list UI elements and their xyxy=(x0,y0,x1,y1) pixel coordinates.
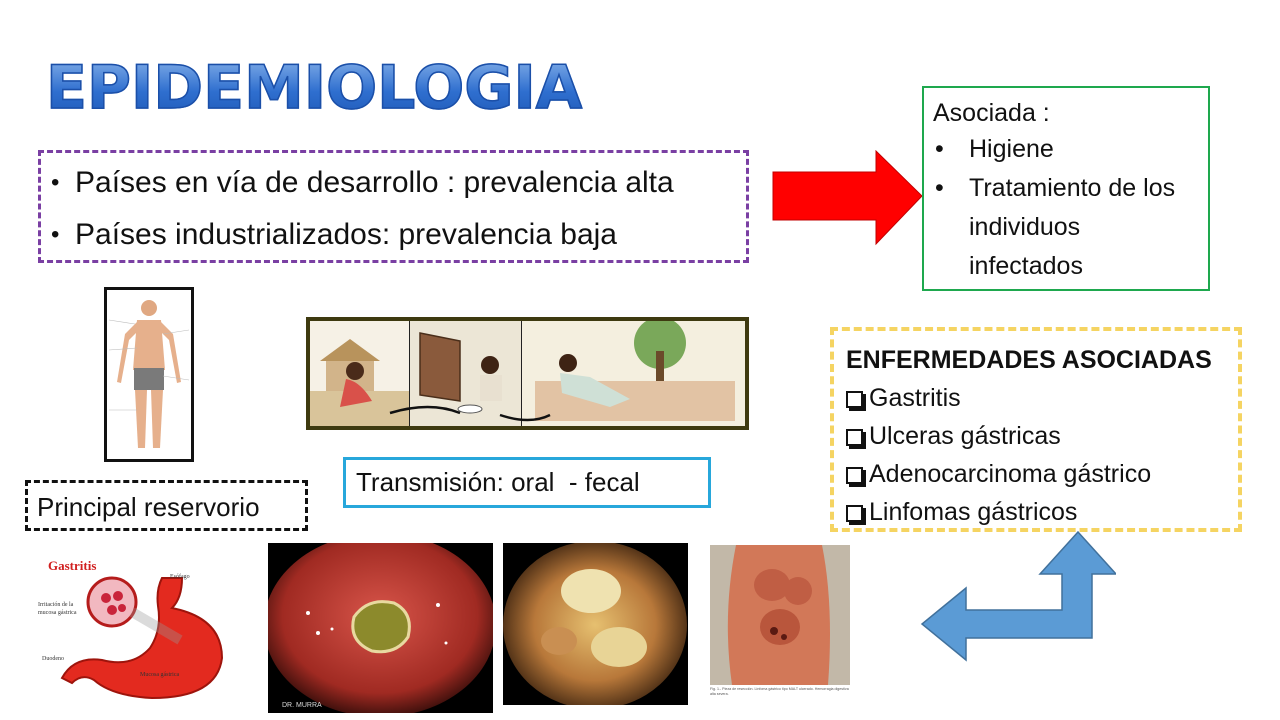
associated-heading: Asociada : xyxy=(933,99,1050,127)
prevalence-list: Países en vía de desarrollo : prevalenci… xyxy=(51,157,746,261)
label-irritation-2: mucosa gástrica xyxy=(38,610,77,616)
disease-item-lymphoma: Linfomas gástricos xyxy=(846,493,1238,531)
disease-item-gastritis: Gastritis xyxy=(846,379,1238,417)
disease-item-adenocarcinoma: Adenocarcinoma gástrico xyxy=(846,455,1238,493)
diseases-list: Gastritis Ulceras gástricas Adenocarcino… xyxy=(846,379,1238,531)
slide-title: EPIDEMIOLOGIA xyxy=(45,52,583,124)
reservoir-label: Principal reservorio xyxy=(25,480,308,531)
lymphoma-photo-caption: Fig. 1.- Pieza de resección. Linfoma gás… xyxy=(710,687,849,696)
human-figure-icon xyxy=(108,300,190,448)
lymphoma-specimen-photo: Fig. 1.- Pieza de resección. Linfoma gás… xyxy=(710,545,850,705)
checkbox-bullet-icon xyxy=(846,429,863,446)
ulcer-endoscopy-icon: DR. MURRA xyxy=(268,543,493,713)
label-esophagus: Esófago xyxy=(170,573,190,580)
adenocarcinoma-endoscopy-icon xyxy=(503,543,688,705)
label-duodenum: Duodeno xyxy=(42,656,64,662)
associated-factors-box: Asociada : Higiene Tratamiento de los in… xyxy=(922,86,1210,291)
prevalence-item-developing: Países en vía de desarrollo : prevalenci… xyxy=(51,157,746,209)
label-irritation-1: Irritación de la xyxy=(38,602,74,608)
checkbox-bullet-icon xyxy=(846,391,863,408)
associated-diseases-box: ENFERMEDADES ASOCIADAS Gastritis Ulceras… xyxy=(830,327,1242,532)
blue-bent-arrow-icon xyxy=(920,530,1116,662)
adenocarcinoma-photo xyxy=(503,543,688,705)
checkbox-bullet-icon xyxy=(846,467,863,484)
stomach-icon: Gastritis Esófago Irritación de la mucos… xyxy=(32,548,242,706)
disease-item-ulcers: Ulceras gástricas xyxy=(846,417,1238,455)
transmission-cartoon-icon xyxy=(310,321,745,426)
ulcer-photo-caption: DR. MURRA xyxy=(282,702,322,709)
associated-item-treatment: Tratamiento de los individuos infectados xyxy=(933,169,1198,286)
label-gastric-mucosa: Mucosa gástrica xyxy=(140,672,179,678)
associated-list: Higiene Tratamiento de los individuos in… xyxy=(933,130,1198,286)
transmission-label: Transmisión: oral - fecal xyxy=(343,457,711,508)
human-body-image xyxy=(104,287,194,462)
transmission-cartoon-image xyxy=(306,317,749,430)
red-arrow-icon xyxy=(772,150,923,246)
prevalence-box: Países en vía de desarrollo : prevalenci… xyxy=(38,150,749,263)
associated-item-hygiene: Higiene xyxy=(933,130,1198,169)
gastric-ulcer-photo: DR. MURRA xyxy=(268,543,493,713)
gastritis-illustration: Gastritis Esófago Irritación de la mucos… xyxy=(32,548,242,706)
lymphoma-specimen-icon: Fig. 1.- Pieza de resección. Linfoma gás… xyxy=(710,545,850,705)
gastritis-illustration-title: Gastritis xyxy=(48,558,96,573)
diseases-heading: ENFERMEDADES ASOCIADAS xyxy=(846,346,1212,374)
prevalence-item-industrialized: Países industrializados: prevalencia baj… xyxy=(51,209,746,261)
checkbox-bullet-icon xyxy=(846,505,863,522)
